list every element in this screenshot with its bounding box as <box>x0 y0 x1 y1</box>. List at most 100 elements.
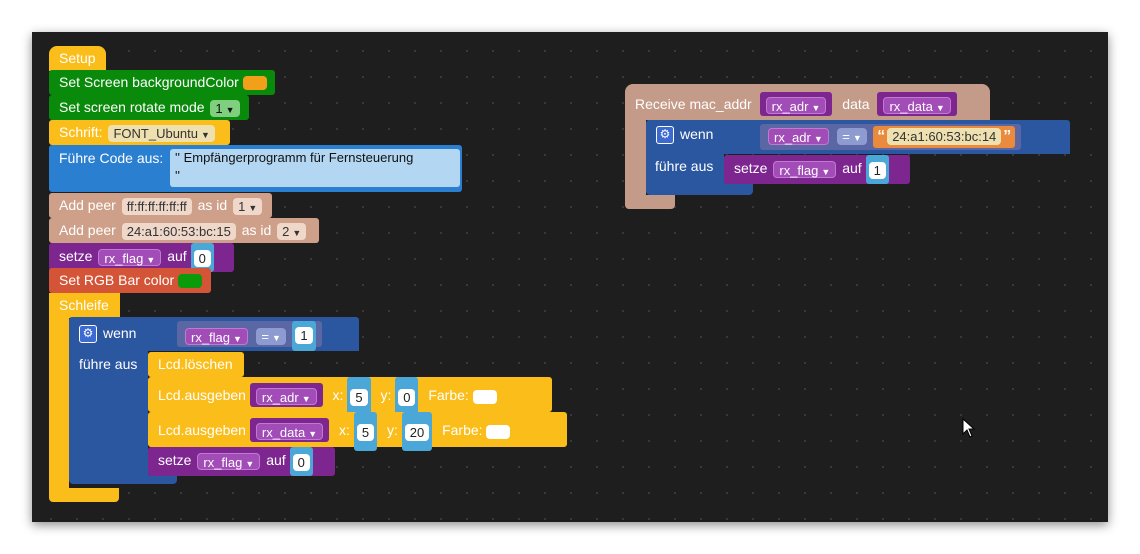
set-value[interactable]: 0 <box>193 249 211 267</box>
lcd1-var-block[interactable]: rx_adr▼ <box>249 383 323 408</box>
gear-icon[interactable]: ⚙ <box>656 126 674 145</box>
mouse-cursor-icon <box>962 418 976 438</box>
lcd1-y[interactable]: 0 <box>398 388 416 406</box>
receive-title: Receive mac_addr <box>635 96 752 112</box>
peer1-label: Add peer <box>59 197 116 213</box>
font-label: Schrift: <box>59 124 103 140</box>
receive-set-value[interactable]: 1 <box>868 161 886 179</box>
peer1-mac-field[interactable]: ff:ff:ff:ff:ff:ff <box>121 197 192 215</box>
code-line-2: '' <box>175 168 180 183</box>
lcd1-y-block[interactable]: 0 <box>395 377 419 416</box>
chevron-down-icon: ▼ <box>821 167 831 177</box>
lcd2-color-swatch[interactable] <box>486 424 511 439</box>
loop-if-block[interactable]: ⚙ wenn rx_flag▼ =▼ 1 <box>69 317 359 351</box>
add-peer-1-block[interactable]: Add peer ff:ff:ff:ff:ff:ff as id 1▼ <box>49 193 272 218</box>
font-block[interactable]: Schrift: FONT_Ubuntu▼ <box>49 120 230 145</box>
loop-set-value-block[interactable]: 0 <box>289 447 313 476</box>
peer2-mac-field[interactable]: 24:a1:60:53:bc:15 <box>121 222 236 240</box>
peer1-id-dropdown[interactable]: 1▼ <box>233 197 263 215</box>
chevron-down-icon: ▼ <box>248 202 258 213</box>
receive-mac-var-dropdown[interactable]: rx_adr▼ <box>765 96 827 114</box>
if-label: wenn <box>103 325 137 341</box>
blockly-workspace[interactable]: Setup Set Screen backgroundColor Set scr… <box>32 32 1108 522</box>
compare-block[interactable]: rx_flag▼ =▼ 1 <box>177 321 322 351</box>
loop-block[interactable]: Schleife <box>49 293 120 318</box>
chevron-down-icon: ▼ <box>852 133 862 144</box>
lcd1-x[interactable]: 5 <box>350 388 368 406</box>
receive-if-var-dropdown[interactable]: rx_adr▼ <box>768 128 829 146</box>
set-var-block[interactable]: setze rx_flag▼ auf 0 <box>49 243 234 272</box>
lcd2-var-dropdown[interactable]: rx_data▼ <box>255 423 324 440</box>
receive-left-rail <box>625 119 646 197</box>
if-value[interactable]: 1 <box>295 327 313 345</box>
loop-set-var-dropdown[interactable]: rx_flag▼ <box>197 453 261 470</box>
lcd-print-2-block[interactable]: Lcd.ausgeben rx_data▼ x: 5 y: 20 Farbe: <box>148 412 567 451</box>
receive-block[interactable]: Receive mac_addr rx_adr▼ data rx_data▼ <box>625 84 990 120</box>
code-textarea[interactable]: '' Empfängerprogramm für Fernsteuerung '… <box>170 149 460 187</box>
receive-mac-var-block[interactable]: rx_adr▼ <box>759 92 833 116</box>
loop-set-var-block[interactable]: setze rx_flag▼ auf 0 <box>148 447 335 476</box>
set-bg-color-block[interactable]: Set Screen backgroundColor <box>49 70 275 95</box>
lcd2-y[interactable]: 20 <box>404 423 430 441</box>
add-peer-2-block[interactable]: Add peer 24:a1:60:53:bc:15 as id 2▼ <box>49 218 319 243</box>
chevron-down-icon: ▼ <box>292 227 302 238</box>
loop-if-rail <box>69 350 148 472</box>
loop-set-value[interactable]: 0 <box>292 453 310 471</box>
receive-set-var-block[interactable]: setze rx_flag▼ auf 1 <box>724 155 910 184</box>
code-label: Führe Code aus: <box>59 150 164 166</box>
receive-data-label: data <box>842 96 870 112</box>
receive-mac-var-value: rx_adr <box>771 98 809 114</box>
set-auf-label: auf <box>167 248 187 265</box>
lcd2-x[interactable]: 5 <box>356 423 375 441</box>
rgb-bar-block[interactable]: Set RGB Bar color <box>49 268 211 293</box>
receive-if-text[interactable]: 24:a1:60:53:bc:14 <box>887 128 1002 146</box>
bg-color-swatch[interactable] <box>242 76 267 91</box>
bg-color-label: Set Screen backgroundColor <box>59 74 239 90</box>
chevron-down-icon: ▼ <box>272 332 281 343</box>
chevron-down-icon: ▼ <box>301 394 311 404</box>
receive-text-block[interactable]: “24:a1:60:53:bc:14” <box>873 126 1016 148</box>
receive-if-block[interactable]: ⚙wenn rx_adr▼ =▼ “24:a1:60:53:bc:14” <box>646 120 1070 154</box>
receive-set-auf-label: auf <box>842 160 862 177</box>
set-rotate-block[interactable]: Set screen rotate mode 1▼ <box>49 95 249 120</box>
if-var-dropdown[interactable]: rx_flag▼ <box>185 327 248 345</box>
loop-set-var-value: rx_flag <box>203 455 243 470</box>
receive-data-var-dropdown[interactable]: rx_data▼ <box>883 96 951 114</box>
set-var-dropdown[interactable]: rx_flag▼ <box>98 249 162 266</box>
if-op-dropdown[interactable]: =▼ <box>256 327 286 345</box>
receive-set-label: setze <box>734 160 768 177</box>
gear-icon[interactable]: ⚙ <box>79 325 97 344</box>
lcd-clear-label: Lcd.löschen <box>158 356 233 372</box>
lcd1-color-swatch[interactable] <box>472 389 497 404</box>
set-value-block[interactable]: 0 <box>190 243 214 272</box>
run-code-block[interactable]: Führe Code aus: '' Empfängerprogramm für… <box>49 145 462 192</box>
if-value-block[interactable]: 1 <box>292 321 316 351</box>
setup-hat-block[interactable]: Setup <box>49 46 106 71</box>
lcd2-var-value: rx_data <box>261 425 306 440</box>
receive-set-value-block[interactable]: 1 <box>865 155 889 184</box>
receive-set-var-dropdown[interactable]: rx_flag▼ <box>773 161 837 178</box>
peer2-id-dropdown[interactable]: 2▼ <box>277 222 307 240</box>
loop-footer <box>49 488 119 502</box>
lcd2-x-block[interactable]: 5 <box>353 412 378 451</box>
peer1-id-value: 1 <box>238 198 246 214</box>
receive-data-var-block[interactable]: rx_data▼ <box>877 92 957 116</box>
set-label: setze <box>59 248 93 265</box>
receive-compare-block[interactable]: rx_adr▼ =▼ “24:a1:60:53:bc:14” <box>760 124 1022 150</box>
lcd-print-1-block[interactable]: Lcd.ausgeben rx_adr▼ x: 5 y: 0 Farbe: <box>148 377 552 416</box>
lcd1-label: Lcd.ausgeben <box>158 387 246 404</box>
rotate-value: 1 <box>215 100 223 116</box>
lcd1-var-dropdown[interactable]: rx_adr▼ <box>255 388 317 405</box>
lcd2-var-block[interactable]: rx_data▼ <box>249 418 330 443</box>
lcd1-x-block[interactable]: 5 <box>347 377 371 416</box>
chevron-down-icon: ▼ <box>225 104 235 115</box>
lcd2-y-block[interactable]: 20 <box>401 412 433 451</box>
font-value: FONT_Ubuntu <box>113 125 199 141</box>
lcd-clear-block[interactable]: Lcd.löschen <box>148 352 244 377</box>
font-dropdown[interactable]: FONT_Ubuntu▼ <box>108 124 215 142</box>
receive-if-op-dropdown[interactable]: =▼ <box>837 128 867 146</box>
lcd2-x-label: x: <box>339 422 350 439</box>
receive-if-op-value: = <box>842 129 850 145</box>
rotate-dropdown[interactable]: 1▼ <box>210 99 240 117</box>
rgb-color-swatch[interactable] <box>178 274 203 289</box>
